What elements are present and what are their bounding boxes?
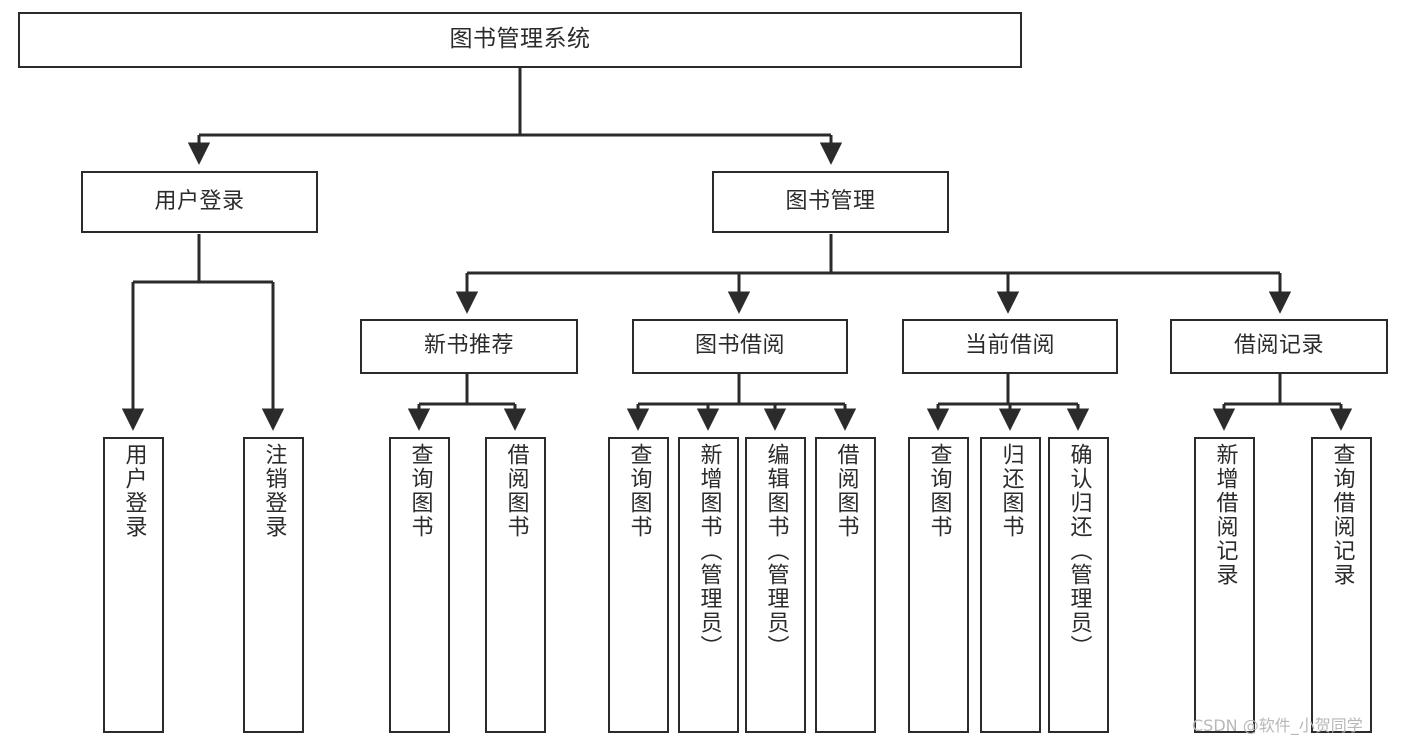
node-leaf-borrow-book-2[interactable]: 借阅图书 bbox=[815, 437, 876, 733]
node-leaf-return-book[interactable]: 归还图书 bbox=[980, 437, 1041, 733]
node-leaf-add-record-label: 新增借阅记录 bbox=[1212, 443, 1238, 587]
node-book-borrow-label: 图书借阅 bbox=[694, 333, 785, 359]
node-borrow-record-label: 借阅记录 bbox=[1233, 333, 1324, 359]
node-user-login-label: 用户登录 bbox=[154, 188, 245, 214]
node-root[interactable]: 图书管理系统 bbox=[18, 12, 1022, 68]
node-leaf-query-book-1[interactable]: 查询图书 bbox=[389, 437, 450, 733]
node-leaf-query-book-1-label: 查询图书 bbox=[407, 443, 433, 539]
node-leaf-confirm-return-label: 确认归还（管理员） bbox=[1066, 443, 1092, 659]
node-leaf-logout-label: 注销登录 bbox=[261, 443, 287, 539]
node-root-label: 图书管理系统 bbox=[449, 26, 591, 53]
node-book-manage[interactable]: 图书管理 bbox=[712, 171, 949, 233]
node-new-book-rec[interactable]: 新书推荐 bbox=[360, 319, 578, 374]
node-book-borrow[interactable]: 图书借阅 bbox=[632, 319, 848, 374]
node-leaf-borrow-book-1[interactable]: 借阅图书 bbox=[485, 437, 546, 733]
node-leaf-edit-book-label: 编辑图书（管理员） bbox=[763, 443, 789, 659]
node-user-login[interactable]: 用户登录 bbox=[81, 171, 318, 233]
node-leaf-query-record[interactable]: 查询借阅记录 bbox=[1311, 437, 1372, 733]
node-leaf-add-book[interactable]: 新增图书（管理员） bbox=[678, 437, 739, 733]
node-leaf-user-login-label: 用户登录 bbox=[121, 443, 147, 539]
node-borrow-record[interactable]: 借阅记录 bbox=[1170, 319, 1388, 374]
node-leaf-add-book-label: 新增图书（管理员） bbox=[696, 443, 722, 659]
node-leaf-borrow-book-2-label: 借阅图书 bbox=[833, 443, 859, 539]
node-leaf-user-login[interactable]: 用户登录 bbox=[103, 437, 164, 733]
node-leaf-borrow-book-1-label: 借阅图书 bbox=[503, 443, 529, 539]
csdn-watermark: CSDN @软件_小贺同学 bbox=[1192, 716, 1363, 735]
node-leaf-confirm-return[interactable]: 确认归还（管理员） bbox=[1048, 437, 1109, 733]
node-book-manage-label: 图书管理 bbox=[785, 188, 876, 214]
node-leaf-query-book-3-label: 查询图书 bbox=[926, 443, 952, 539]
node-leaf-query-book-2[interactable]: 查询图书 bbox=[608, 437, 669, 733]
node-current-borrow[interactable]: 当前借阅 bbox=[902, 319, 1118, 374]
node-leaf-query-book-3[interactable]: 查询图书 bbox=[908, 437, 969, 733]
node-leaf-return-book-label: 归还图书 bbox=[998, 443, 1024, 539]
node-leaf-logout[interactable]: 注销登录 bbox=[243, 437, 304, 733]
node-leaf-query-record-label: 查询借阅记录 bbox=[1329, 443, 1355, 587]
node-leaf-add-record[interactable]: 新增借阅记录 bbox=[1194, 437, 1255, 733]
node-current-borrow-label: 当前借阅 bbox=[964, 333, 1055, 359]
node-leaf-edit-book[interactable]: 编辑图书（管理员） bbox=[745, 437, 806, 733]
node-leaf-query-book-2-label: 查询图书 bbox=[626, 443, 652, 539]
node-new-book-rec-label: 新书推荐 bbox=[423, 333, 514, 359]
